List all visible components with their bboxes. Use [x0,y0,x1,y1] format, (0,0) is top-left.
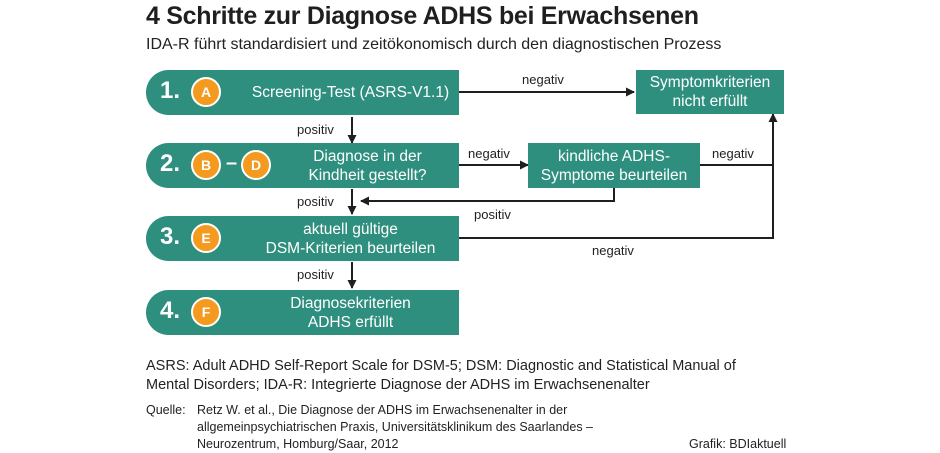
step-1-bar: 1. A Screening-Test (ASRS-V1.1) [146,70,459,115]
step-3-line-1: aktuell gültige [303,220,398,238]
step-3-line-2: DSM-Kriterien beurteilen [265,239,436,257]
step-4-bar: 4. F Diagnosekriterien ADHS erfüllt [146,290,459,335]
step-2-bar: 2. B – D Diagnose in der Kindheit gestel… [146,143,459,188]
step-4-line-1: Diagnosekriterien [290,294,411,312]
label-step3-negativ: negativ [592,243,634,258]
label-step1-positiv: positiv [297,122,334,137]
source-citation: Retz W. et al., Die Diagnose der ADHS im… [197,402,593,453]
footnote-line-2: Mental Disorders; IDA-R: Integrierte Dia… [146,377,650,393]
source-label: Quelle: [146,403,186,417]
arrow-step3-to-notmet [459,166,774,239]
step-1-line-1: Screening-Test (ASRS-V1.1) [251,84,450,101]
criteria-not-met-line-2: nicht erfüllt [672,93,748,110]
source-line-1: Retz W. et al., Die Diagnose der ADHS im… [197,403,568,417]
step-1-text: Screening-Test (ASRS-V1.1) [242,70,459,115]
arrow-childhood-to-notmet [700,113,778,166]
abbreviation-footnote: ASRS: Adult ADHD Self-Report Scale for D… [146,357,736,395]
step-1-badge-a: A [191,77,221,107]
source-line-3: Neurozentrum, Homburg/Saar, 2012 [197,437,399,451]
step-1-number: 1. [160,77,181,104]
label-step2-negativ: negativ [468,146,510,161]
childhood-symptoms-box: kindliche ADHS- Symptome beurteilen [528,143,700,188]
step-2-badge-d: D [241,150,271,180]
arrow-childhood-to-step3 [360,188,615,206]
childhood-symptoms-line-1: kindliche ADHS- [558,147,670,165]
label-childhood-negativ: negativ [712,146,754,161]
step-3-number: 3. [160,223,181,250]
step-3-badge-e: E [191,223,221,253]
footnote-line-1: ASRS: Adult ADHD Self-Report Scale for D… [146,358,736,374]
step-2-number: 2. [160,150,181,177]
step-4-text: Diagnosekriterien ADHS erfüllt [242,290,459,335]
source-line-2: allgemeinpsychiatrischen Praxis, Univers… [197,420,594,434]
label-step1-negativ: negativ [522,72,564,87]
step-2-badge-b: B [191,150,221,180]
criteria-not-met-box: Symptomkriterien nicht erfüllt [636,70,784,114]
label-childhood-positiv: positiv [474,207,511,222]
label-step3-positiv: positiv [297,267,334,282]
step-2-text: Diagnose in der Kindheit gestellt? [276,143,459,188]
step-2-line-2: Kindheit gestellt? [308,166,427,184]
step-3-bar: 3. E aktuell gültige DSM-Kriterien beurt… [146,216,459,261]
childhood-symptoms-line-2: Symptome beurteilen [540,166,688,184]
diagram-title: 4 Schritte zur Diagnose ADHS bei Erwachs… [146,2,699,30]
step-4-line-2: ADHS erfüllt [307,313,394,331]
step-3-text: aktuell gültige DSM-Kriterien beurteilen [242,216,459,261]
step-4-badge-f: F [191,297,221,327]
step-2-separator: – [226,152,238,174]
step-2-line-1: Diagnose in der [313,147,422,165]
diagram-subtitle: IDA-R führt standardisiert und zeitökono… [146,36,722,53]
step-4-number: 4. [160,297,181,324]
label-step2-positiv: positiv [297,194,334,209]
graphic-credit: Grafik: BDIaktuell [689,437,787,451]
criteria-not-met-line-1: Symptomkriterien [649,74,771,91]
